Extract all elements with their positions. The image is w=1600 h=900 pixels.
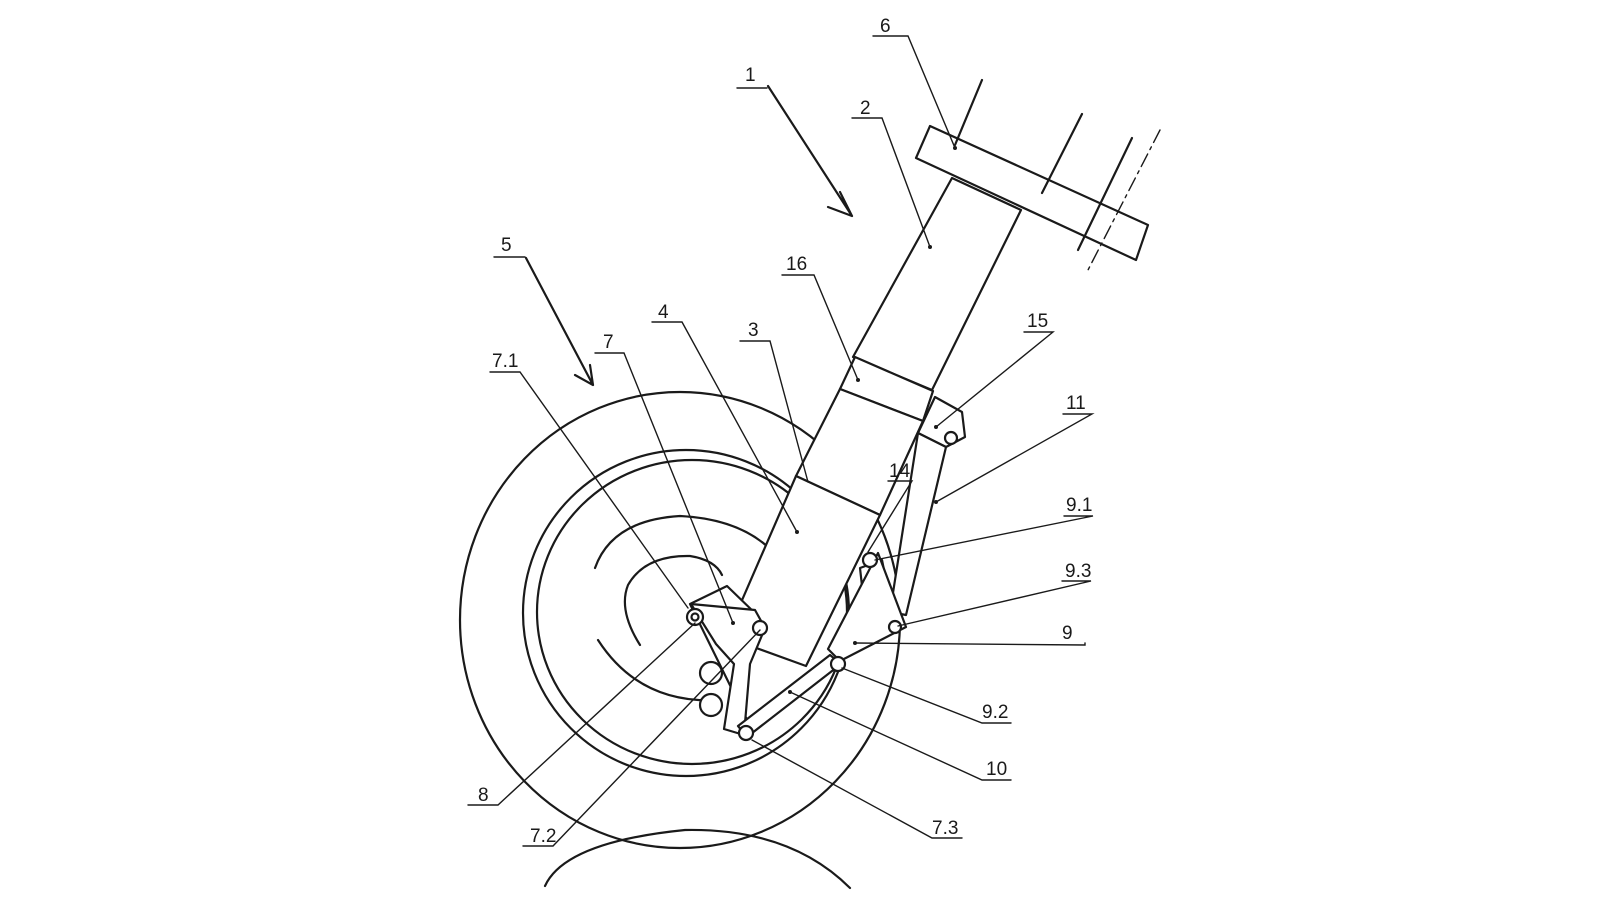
label-7-1: 7.1: [492, 351, 518, 372]
pivot-7-1-inner: [690, 612, 700, 622]
strut-line-1: [953, 78, 984, 147]
piston-rod: [724, 474, 882, 668]
label-9-1: 9.1: [1066, 495, 1092, 516]
pivot-7-3: [737, 724, 755, 742]
label-7: 7: [603, 332, 614, 353]
label-8: 8: [478, 785, 489, 806]
label-5: 5: [501, 235, 512, 256]
leader-lines: [467, 35, 1095, 847]
pivot-7-2: [751, 619, 769, 637]
label-1: 1: [745, 65, 756, 86]
label-14: 14: [889, 461, 911, 482]
label-6: 6: [880, 16, 891, 37]
label-4: 4: [658, 302, 669, 323]
label-9-3: 9.3: [1065, 561, 1091, 582]
label-10: 10: [986, 759, 1007, 780]
roller-lower: [698, 692, 724, 718]
pivot-9-3: [887, 619, 903, 635]
label-2: 2: [860, 98, 871, 119]
label-3: 3: [748, 320, 759, 341]
strut-line-2: [1040, 112, 1084, 195]
arrow-assembly-5: [524, 256, 595, 387]
strut-line-3: [1076, 136, 1134, 252]
pivot-15: [943, 430, 959, 446]
label-9: 9: [1062, 623, 1073, 644]
leader-dots: [731, 146, 957, 694]
arrow-assembly-1: [766, 84, 854, 218]
roller-upper: [698, 660, 724, 686]
pivot-9-2: [829, 655, 847, 673]
label-11: 11: [1066, 393, 1086, 414]
label-15: 15: [1027, 311, 1048, 332]
ground-arc: [543, 828, 852, 890]
label-7-3: 7.3: [932, 818, 958, 839]
label-9-2: 9.2: [982, 702, 1008, 723]
label-16: 16: [786, 254, 807, 275]
main-cylinder: [851, 176, 1023, 392]
label-7-2: 7.2: [530, 826, 556, 847]
